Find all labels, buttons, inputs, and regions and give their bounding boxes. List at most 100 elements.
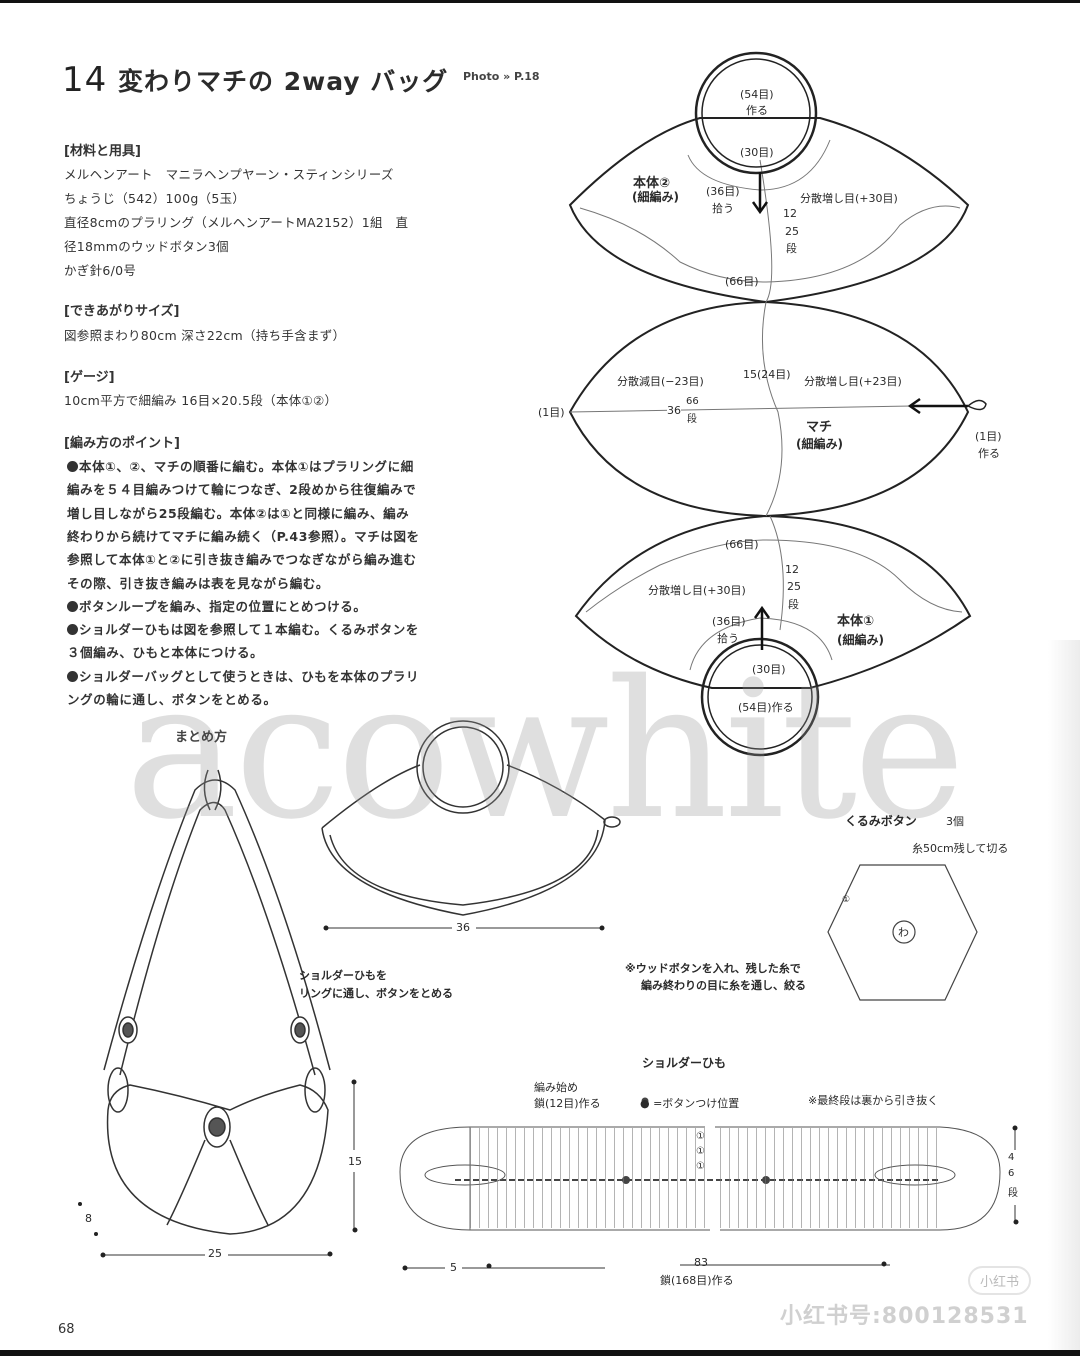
strap-stitches-right — [720, 1128, 940, 1228]
body2-rows-unit: 段 — [786, 242, 797, 255]
strap-total-length: 83 — [694, 1256, 708, 1269]
point-line: ングの輪に通し、ボタンをとめる。 — [67, 689, 277, 708]
button-round-label: ① — [842, 895, 851, 905]
point-text: ングの輪に通し、ボタンをとめる。 — [67, 692, 277, 707]
body1-cast-on: (54目)作る — [738, 701, 794, 714]
strap-last-row-note: ※最終段は裏から引き抜く — [808, 1094, 939, 1107]
strap-legend: ● =ボタンつけ位置 — [640, 1097, 740, 1110]
strap-rows: 6 — [1008, 1168, 1015, 1179]
assembly-height: 15 — [348, 1155, 362, 1168]
gusset-start: (1目) — [975, 430, 1002, 443]
body1-increase: 分散増し目(+30目) — [648, 584, 746, 597]
assembly-top-width: 36 — [456, 921, 470, 934]
strap-row-label: ① — [696, 1146, 705, 1157]
strap-height: 4 — [1008, 1152, 1015, 1163]
point-text: 終わりから続けてマチに編み続く（P.43参照）。マチは図を — [67, 528, 420, 544]
strap-start-note-1: 編み始め — [534, 1081, 578, 1094]
point-text: 参照して本体①と②に引き抜き編みでつなぎながら編み進む — [67, 552, 417, 568]
strap-start-note-2: 鎖(12目)作る — [534, 1097, 601, 1110]
strap-end-length: 5 — [450, 1261, 457, 1274]
page-number: 68 — [58, 1322, 75, 1337]
strap-row-label: ① — [696, 1161, 705, 1172]
button-note-1: ※ウッドボタンを入れ、残した糸で — [625, 962, 801, 975]
point-line: ショルダーひもは図を参照して１本編む。くるみボタンを — [67, 619, 419, 638]
point-text: ショルダーバッグとして使うときは、ひもを本体のプラリ — [79, 668, 420, 684]
size-line: 図参照まわり80cm 深さ22cm（持ち手含まず） — [64, 328, 346, 343]
button-thread-note: 糸50cm残して切る — [912, 842, 1009, 855]
size-heading: [できあがりサイズ] — [64, 304, 180, 319]
gusset-stitch: (細編み) — [796, 437, 843, 451]
point-line: その際、引き抜き編みは表を見ながら編む。 — [67, 573, 329, 592]
body2-increase: 分散増し目(+30目) — [800, 192, 898, 205]
body1-top-count: (66目) — [725, 538, 759, 551]
body2-pickup: (36目) — [706, 185, 740, 198]
point-text: その際、引き抜き編みは表を見ながら編む。 — [67, 575, 330, 591]
gusset-length: 36 — [667, 404, 681, 417]
body2-height: 12 — [783, 207, 797, 220]
bullet-icon — [67, 600, 78, 612]
assembly-width: 25 — [208, 1247, 222, 1260]
materials-line: メルヘンアート マニラヘンプヤーン・スティンシリーズ — [64, 167, 394, 182]
gusset-decrease: 分散減目(−23目) — [617, 375, 704, 388]
point-line: 参照して本体①と②に引き抜き編みでつなぎながら編み進む — [67, 549, 417, 568]
body1-height: 12 — [785, 563, 799, 576]
bottom-border — [0, 1350, 1080, 1356]
strap-chain: 鎖(168目)作る — [660, 1274, 734, 1287]
body2-ring-inner: (30目) — [740, 146, 774, 159]
body2-cast-on-verb: 作る — [746, 104, 768, 117]
body1-rows-unit: 段 — [788, 598, 799, 611]
top-border — [0, 0, 1080, 3]
point-line: 編みを５４目編みつけて輪につなぎ、2段めから往復編みで — [67, 479, 416, 498]
bullet-icon — [67, 624, 78, 636]
bullet-icon — [67, 670, 78, 682]
point-text: 増し目しながら25段編む。本体②は①と同様に編み、編み — [67, 505, 410, 521]
body2-cast-on: (54目) — [740, 88, 774, 101]
gusset-name: マチ — [806, 420, 833, 435]
points-heading: [編み方のポイント] — [64, 436, 180, 451]
body2-bottom-count: (66目) — [725, 275, 759, 288]
body1-name: 本体① — [837, 614, 875, 629]
body1-rows: 25 — [787, 580, 801, 593]
materials-line: かぎ針6/0号 — [64, 263, 137, 278]
button-count: 3個 — [946, 815, 964, 828]
strap-rows-unit: 段 — [1008, 1188, 1018, 1199]
gusset-rows: 66 — [686, 396, 699, 407]
button-heading: くるみボタン — [845, 814, 917, 828]
point-line: 増し目しながら25段編む。本体②は①と同様に編み、編み — [67, 503, 409, 522]
point-line: ボタンループを編み、指定の位置にとめつける。 — [67, 596, 366, 615]
body1-pickup: (36目) — [712, 615, 746, 628]
assembly-note-1: ショルダーひもを — [299, 969, 387, 982]
body2-rows: 25 — [785, 225, 799, 238]
assembly-heading: まとめ方 — [175, 730, 228, 745]
bullet-icon — [67, 461, 78, 472]
watermark-account: 小红书号:800128531 — [780, 1304, 1029, 1329]
strap-stitches-left — [470, 1128, 710, 1228]
watermark-badge: 小红书 — [968, 1266, 1032, 1295]
point-line: ３個編み、ひもと本体につける。 — [67, 642, 263, 661]
photo-reference: Photo » P.18 — [463, 70, 540, 83]
body2-name: 本体② — [633, 176, 671, 191]
strap-heading: ショルダーひも — [642, 1056, 727, 1070]
materials-heading: [材料と用具] — [64, 144, 141, 159]
gauge-heading: [ゲージ] — [64, 370, 115, 385]
point-text: 編みを５４目編みつけて輪につなぎ、2段めから往復編みで — [67, 482, 417, 498]
strap-row-label: ① — [696, 1131, 705, 1142]
body1-stitch: (細編み) — [837, 633, 884, 647]
point-line: 本体①、②、マチの順番に編む。本体①はプラリングに細 — [67, 456, 414, 475]
materials-line: 径18mmのウッドボタン3個 — [64, 239, 229, 254]
pattern-number: 14 — [62, 60, 108, 100]
point-text: ショルダーひもは図を参照して１本編む。くるみボタンを — [79, 622, 419, 638]
point-line: ショルダーバッグとして使うときは、ひもを本体のプラリ — [67, 666, 419, 685]
body1-pickup-verb: 拾う — [717, 632, 739, 645]
materials-line: ちょうじ（542）100g（5玉） — [64, 191, 246, 206]
body2-pickup-verb: 拾う — [712, 202, 734, 215]
materials-line: 直径8cmのプラリング（メルヘンアートMA2152）1組 直 — [64, 215, 409, 230]
point-text: ３個編み、ひもと本体につける。 — [67, 645, 264, 661]
point-line: 終わりから続けてマチに編み続く（P.43参照）。マチは図を — [67, 526, 420, 545]
button-magic-ring: わ — [898, 926, 909, 939]
gusset-rows-unit: 段 — [687, 414, 697, 425]
body1-ring-inner: (30目) — [752, 663, 786, 676]
point-text: ボタンループを編み、指定の位置にとめつける。 — [79, 598, 367, 614]
gauge-line: 10cm平方で細編み 16目×20.5段（本体①②） — [64, 393, 338, 408]
